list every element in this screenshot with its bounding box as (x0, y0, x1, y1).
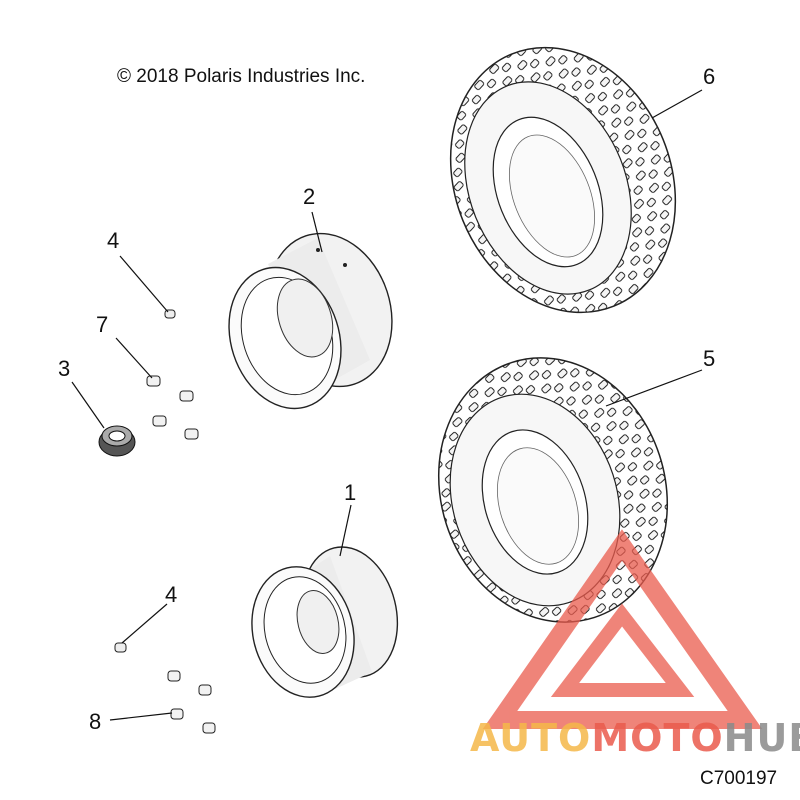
watermark-logo (482, 529, 763, 729)
callout-2: 2 (303, 184, 316, 209)
rim-1 (251, 546, 399, 698)
leader-lines (71, 89, 703, 721)
valve-stem-4-top (164, 309, 176, 319)
tire-6 (449, 46, 677, 314)
callout-3: 3 (58, 356, 71, 381)
hub-cap-3 (98, 425, 136, 457)
watermark-hub: HUB (723, 716, 800, 760)
callout-7: 7 (96, 312, 109, 337)
callout-8: 8 (89, 709, 102, 734)
callout-6: 6 (703, 64, 716, 89)
lug-nuts-8 (167, 670, 216, 734)
callout-1: 1 (344, 480, 357, 505)
callout-4-top: 4 (107, 228, 120, 253)
lug-nuts-7 (146, 375, 199, 440)
watermark-text: AUTOMOTOHUB (470, 716, 800, 760)
valve-stem-4-bottom (114, 642, 127, 653)
callout-4-bottom: 4 (165, 582, 178, 607)
watermark-auto: AUTO (470, 716, 592, 760)
copyright-notice: © 2018 Polaris Industries Inc. (117, 66, 366, 87)
rim-2 (228, 232, 393, 410)
callout-5: 5 (703, 346, 716, 371)
drawing-code: C700197 (700, 768, 778, 789)
watermark-moto: MOTO (591, 716, 724, 760)
